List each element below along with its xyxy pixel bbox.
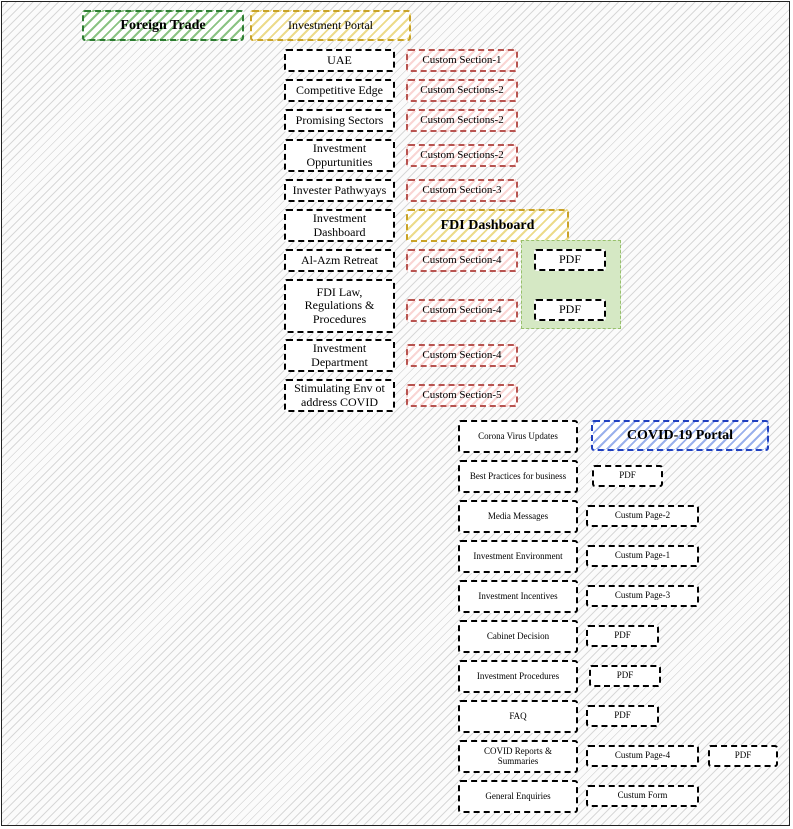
custom-section-node: Custom Sections-2 (406, 144, 518, 167)
covid-target-custom-page: Custum Page-1 (586, 545, 699, 567)
investment-item-stimulating-env: Stimulating Env ot address COVID (284, 379, 395, 412)
covid-target-extra-pdf: PDF (708, 745, 778, 767)
custom-section-node: Custom Sections-2 (406, 109, 518, 132)
covid-target-pdf: PDF (592, 465, 663, 487)
investment-item-promising-sectors: Promising Sectors (284, 109, 395, 132)
covid-target-custom-page: Custum Page-4 (586, 745, 699, 767)
custom-section-node: Custom Section-4 (406, 344, 518, 367)
investment-item-fdi-law: FDI Law, Regulations & Procedures (284, 279, 395, 333)
fdi-dashboard-node: FDI Dashboard (406, 209, 569, 242)
investment-item-competitive-edge: Competitive Edge (284, 79, 395, 102)
covid-item-investment-incentives: Investment Incentives (458, 580, 578, 613)
pdf-node: PDF (534, 249, 606, 271)
investment-item-pathways: Invester Pathwyays (284, 179, 395, 202)
covid-item-media-messages: Media Messages (458, 500, 578, 533)
custom-section-node: Custom Section-4 (406, 249, 518, 272)
investment-item-department: Investment Department (284, 339, 395, 372)
pdf-node: PDF (534, 299, 606, 321)
covid-target-pdf: PDF (589, 665, 661, 687)
investment-item-al-azm-retreat: Al-Azm Retreat (284, 249, 395, 272)
covid-item-investment-environment: Investment Environment (458, 540, 578, 573)
covid-target-custom-page: Custum Page-2 (586, 505, 699, 527)
custom-section-node: Custom Section-5 (406, 384, 518, 407)
covid-item-cabinet-decision: Cabinet Decision (458, 620, 578, 653)
covid-portal-node: COVID-19 Portal (591, 420, 769, 451)
covid-target-custom-page: Custum Page-3 (586, 585, 699, 607)
investment-portal-node: Investment Portal (250, 10, 411, 41)
covid-item-general-enquiries: General Enquiries (458, 780, 578, 813)
covid-item-faq: FAQ (458, 700, 578, 733)
custom-section-node: Custom Sections-2 (406, 79, 518, 102)
investment-item-opportunities: Investment Oppurtunities (284, 139, 395, 172)
investment-item-uae: UAE (284, 49, 395, 72)
investment-item-dashboard: Investment Dashboard (284, 209, 395, 242)
custom-section-node: Custom Section-3 (406, 179, 518, 202)
foreign-trade-node: Foreign Trade (82, 10, 244, 41)
covid-item-reports-summaries: COVID Reports & Summaries (458, 740, 578, 773)
custom-section-node: Custom Section-4 (406, 299, 518, 322)
covid-target-pdf: PDF (586, 625, 659, 647)
covid-item-investment-procedures: Investment Procedures (458, 660, 578, 693)
covid-target-pdf: PDF (586, 705, 659, 727)
custom-section-node: Custom Section-1 (406, 49, 518, 72)
covid-item-corona-updates: Corona Virus Updates (458, 420, 578, 453)
covid-target-custom-form: Custum Form (586, 785, 699, 807)
covid-item-best-practices: Best Practices for business (458, 460, 578, 493)
